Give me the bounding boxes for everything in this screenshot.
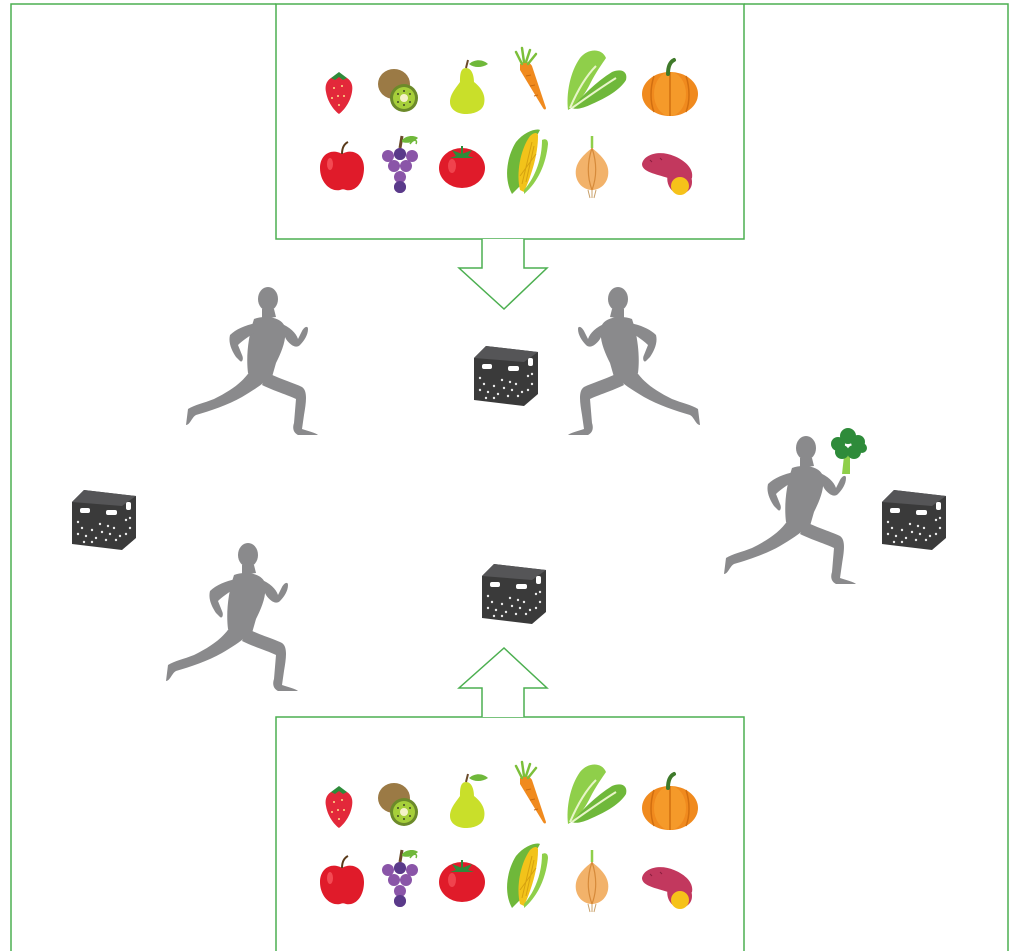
runner-upper-left [186, 287, 318, 435]
bottom-produce-bin [276, 717, 744, 951]
arrow-down [459, 239, 547, 309]
top-produce-bin [276, 4, 744, 239]
crate-center-top [474, 346, 538, 406]
arrow-up [459, 648, 547, 717]
crate-right [882, 490, 946, 550]
broccoli-icon [831, 428, 867, 474]
crate-left [72, 490, 136, 550]
runner-upper-center [568, 287, 700, 435]
runner-lower-left [166, 543, 298, 691]
runner-right [724, 436, 856, 584]
crate-center-bottom [482, 564, 546, 624]
